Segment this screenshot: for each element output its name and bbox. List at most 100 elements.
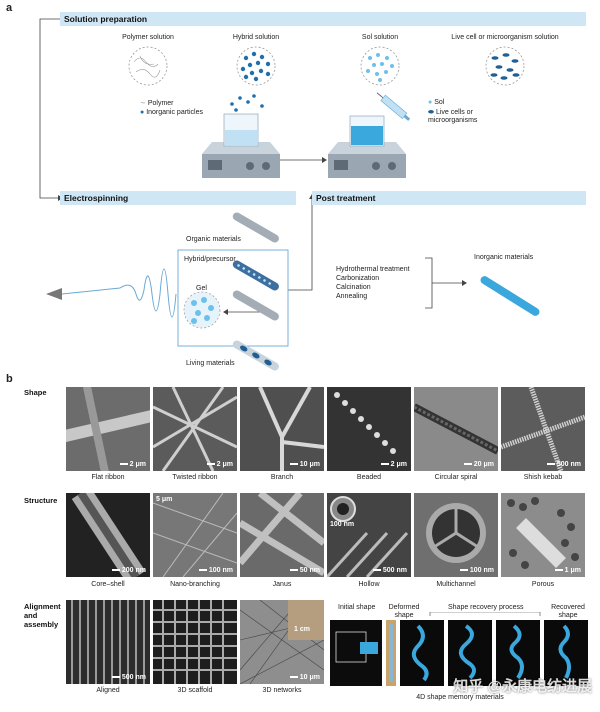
- alignment-line-2: and: [24, 611, 38, 620]
- solution-circles: [128, 46, 525, 86]
- scale-janus: 50 nm: [290, 567, 320, 574]
- legend-polymer-label: Polymer: [147, 100, 174, 107]
- scale-core-shell: 200 nm: [112, 567, 146, 574]
- sem-hollow: 100 nm 500 nm: [327, 493, 411, 577]
- caption-3d-scaffold: 3D scaffold: [177, 687, 213, 694]
- row-shape-label: Shape: [24, 388, 47, 397]
- solution-label-sol: Sol solution: [361, 34, 399, 41]
- treatment-annealing: Annealing: [336, 293, 368, 300]
- sem-multichannel: 100 nm: [414, 493, 498, 577]
- legend-sol-label: Sol: [434, 99, 445, 106]
- inorganic-fiber-illustration: [480, 276, 540, 316]
- solution-label-live-cell: Live cell or microorganism solution: [451, 34, 559, 41]
- label-recovered-shape: Recovered shape: [551, 604, 585, 619]
- caption-3d-networks: 3D networks: [262, 687, 302, 694]
- living-materials-label: Living materials: [186, 360, 235, 367]
- caption-nano-branching: Nano-branching: [170, 581, 220, 588]
- inorganic-dot-icon: ●: [140, 109, 145, 116]
- panel-a-flow-lines: [39, 18, 467, 347]
- scale-twisted-ribbon: 2 μm: [207, 461, 233, 468]
- alignment-line-3: assembly: [24, 620, 59, 629]
- caption-janus: Janus: [272, 581, 292, 588]
- solution-preparation-bar: Solution preparation: [60, 12, 586, 26]
- sem-3d-scaffold: [153, 600, 237, 684]
- electrospinning-bar: Electrospinning: [60, 191, 296, 205]
- scale-hollow: 500 nm: [373, 567, 407, 574]
- solution-label-polymer: Polymer solution: [122, 34, 174, 41]
- scale-porous: 1 μm: [555, 567, 581, 574]
- sem-porous: 1 μm: [501, 493, 585, 577]
- sem-beaded: 2 μm: [327, 387, 411, 471]
- organic-fiber-icon: [232, 212, 279, 243]
- legend-polymer: ∼ Polymer: [140, 99, 174, 107]
- row-alignment-label: Alignment and assembly: [24, 602, 61, 629]
- treatment-hydrothermal: Hydrothermal treatment: [336, 266, 410, 273]
- hotplate-left: [202, 94, 280, 178]
- polymer-solution-icon: [128, 46, 168, 86]
- precursor-fiber-icon: [232, 290, 279, 321]
- caption-porous: Porous: [531, 581, 555, 588]
- sem-circular-spiral: 20 μm: [414, 387, 498, 471]
- label-deformed-shape: Deformed shape: [388, 604, 420, 619]
- cell-ellipse-icon: ⬬: [428, 109, 434, 116]
- caption-aligned: Aligned: [96, 687, 120, 694]
- label-initial-shape: Initial shape: [338, 604, 376, 611]
- treatment-calcination: Calcination: [336, 284, 371, 291]
- inset-nano-branching: 5 μm: [156, 496, 173, 503]
- inset-hollow: 100 nm: [330, 521, 355, 528]
- scale-aligned: 500 nm: [112, 674, 146, 681]
- caption-circular-spiral: Circular spiral: [434, 474, 478, 481]
- nozzle-icon: [46, 288, 62, 300]
- legend-inorganic-label: Inorganic particles: [146, 109, 203, 116]
- inorganic-materials-label: Inorganic materials: [474, 254, 534, 261]
- caption-4d-shape-memory: 4D shape memory materials: [416, 694, 504, 701]
- stirrer-setups: [202, 92, 411, 178]
- sol-dot-icon: ●: [428, 99, 433, 106]
- panel-b-letter: b: [6, 373, 13, 385]
- scale-3d-networks: 10 μm: [290, 674, 320, 681]
- sem-branch: 10 μm: [240, 387, 324, 471]
- legend-inorganic: ● Inorganic particles: [140, 109, 203, 116]
- scale-circular-spiral: 20 μm: [464, 461, 494, 468]
- label-shape-recovery: Shape recovery process: [448, 604, 524, 611]
- sem-nano-branching: 5 μm 100 nm: [153, 493, 237, 577]
- polymer-line-icon: ∼: [140, 100, 146, 107]
- post-treatment-bar: Post treatment: [312, 191, 586, 205]
- organic-materials-label: Organic materials: [186, 236, 241, 243]
- sem-shish-kebab: 500 nm: [501, 387, 585, 471]
- treatment-carbonization: Carbonization: [336, 275, 380, 282]
- caption-twisted-ribbon: Twisted ribbon: [172, 474, 218, 481]
- panel-a-letter: a: [6, 2, 13, 14]
- scale-shish-kebab: 500 nm: [547, 461, 581, 468]
- legend-sol: ● Sol: [428, 99, 444, 106]
- sem-flat-ribbon: 2 μm: [66, 387, 150, 471]
- caption-branch: Branch: [270, 474, 294, 481]
- scale-beaded: 2 μm: [381, 461, 407, 468]
- sem-3d-networks: 1 cm 10 μm: [240, 600, 324, 684]
- legend-live-cells-label: Live cells or microorganisms: [428, 109, 478, 124]
- gel-label: Gel: [196, 285, 207, 292]
- watermark: 知乎 @永康电纺进展: [453, 678, 592, 695]
- caption-hollow: Hollow: [358, 581, 380, 588]
- solution-label-hybrid: Hybrid solution: [232, 34, 280, 41]
- hybrid-precursor-label: Hybrid/precursor: [184, 256, 236, 263]
- scale-multichannel: 100 nm: [460, 567, 494, 574]
- electrospinning-jet: [46, 268, 177, 318]
- row-structure-label: Structure: [24, 496, 58, 505]
- hybrid-fiber-icon: [232, 260, 279, 291]
- hotplate-right: [328, 92, 411, 178]
- legend-live-cells: ⬬ Live cells or microorganisms: [428, 109, 508, 125]
- sem-core-shell: 200 nm: [66, 493, 150, 577]
- inset-3d-networks: 1 cm: [294, 626, 310, 633]
- shape-memory-panels: [330, 612, 588, 686]
- sem-twisted-ribbon: 2 μm: [153, 387, 237, 471]
- caption-multichannel: Multichannel: [436, 581, 476, 588]
- caption-flat-ribbon: Flat ribbon: [91, 474, 125, 481]
- gel-network-icon: [183, 291, 221, 329]
- caption-beaded: Beaded: [356, 474, 382, 481]
- scale-flat-ribbon: 2 μm: [120, 461, 146, 468]
- alignment-line-1: Alignment: [24, 602, 61, 611]
- caption-shish-kebab: Shish kebab: [523, 474, 563, 481]
- scale-nano-branching: 100 nm: [199, 567, 233, 574]
- caption-core-shell: Core–shell: [91, 581, 125, 588]
